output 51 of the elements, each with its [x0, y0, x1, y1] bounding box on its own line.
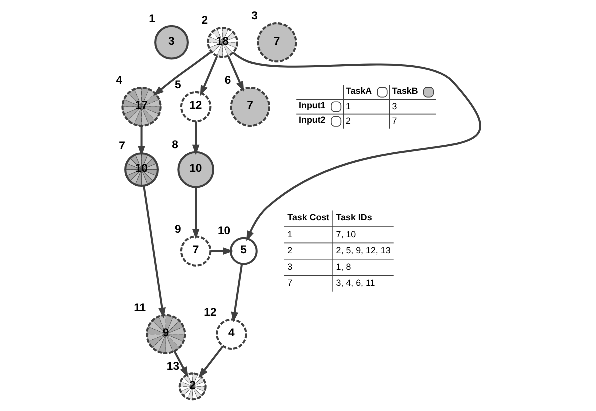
arrow	[142, 186, 166, 318]
node-label: 8	[172, 140, 178, 152]
label: 2, 5, 9, 12, 13	[336, 246, 390, 256]
arrow	[153, 51, 212, 96]
node-circle: 10	[177, 151, 214, 188]
node-label: 6	[224, 75, 231, 88]
node-circle: 7	[180, 236, 212, 267]
label: Input2	[298, 115, 326, 126]
arrow	[138, 126, 145, 157]
node-label: 13	[166, 360, 180, 373]
label: 1, 8	[336, 262, 351, 272]
arrow	[173, 351, 188, 378]
arrow	[192, 122, 200, 156]
node-label: 2	[201, 15, 208, 28]
label: Task IDs	[336, 212, 372, 222]
node-label: 4	[116, 75, 122, 88]
label: 3	[392, 101, 397, 112]
label: 7, 10	[336, 229, 356, 240]
arrow	[200, 56, 218, 96]
label: 3, 4, 6, 11	[336, 278, 375, 288]
node-label: 1	[148, 13, 155, 26]
label: 7	[287, 278, 292, 288]
node-circle: 12	[180, 91, 212, 123]
label: Task Cost	[287, 212, 330, 222]
label: TaskB	[392, 86, 418, 96]
node-circle: 4	[216, 318, 247, 350]
arrow	[192, 188, 200, 240]
node-circle: 3	[154, 25, 188, 60]
arrow	[232, 52, 480, 242]
arrow	[198, 346, 224, 378]
label: 1	[287, 229, 292, 240]
node-label: 10	[217, 225, 230, 238]
node-label: 5	[174, 80, 181, 92]
label: TaskA	[346, 86, 372, 96]
node-circle: 5	[229, 237, 258, 266]
node-label: 7	[118, 140, 125, 153]
node-circle: 7	[230, 86, 270, 128]
arrow	[230, 264, 243, 323]
arrow	[226, 56, 244, 92]
label: 2	[287, 246, 292, 256]
label: 3	[287, 262, 292, 272]
node-label: 9	[174, 224, 181, 236]
label: Input1	[298, 100, 326, 110]
label: 1	[346, 101, 351, 112]
node-label: 11	[134, 302, 146, 314]
node-circle: 7	[256, 22, 297, 63]
arrow	[210, 248, 234, 255]
node-label: 12	[204, 306, 216, 319]
label: 2	[346, 116, 351, 126]
label: 7	[392, 116, 397, 126]
node-label: 3	[251, 10, 258, 23]
